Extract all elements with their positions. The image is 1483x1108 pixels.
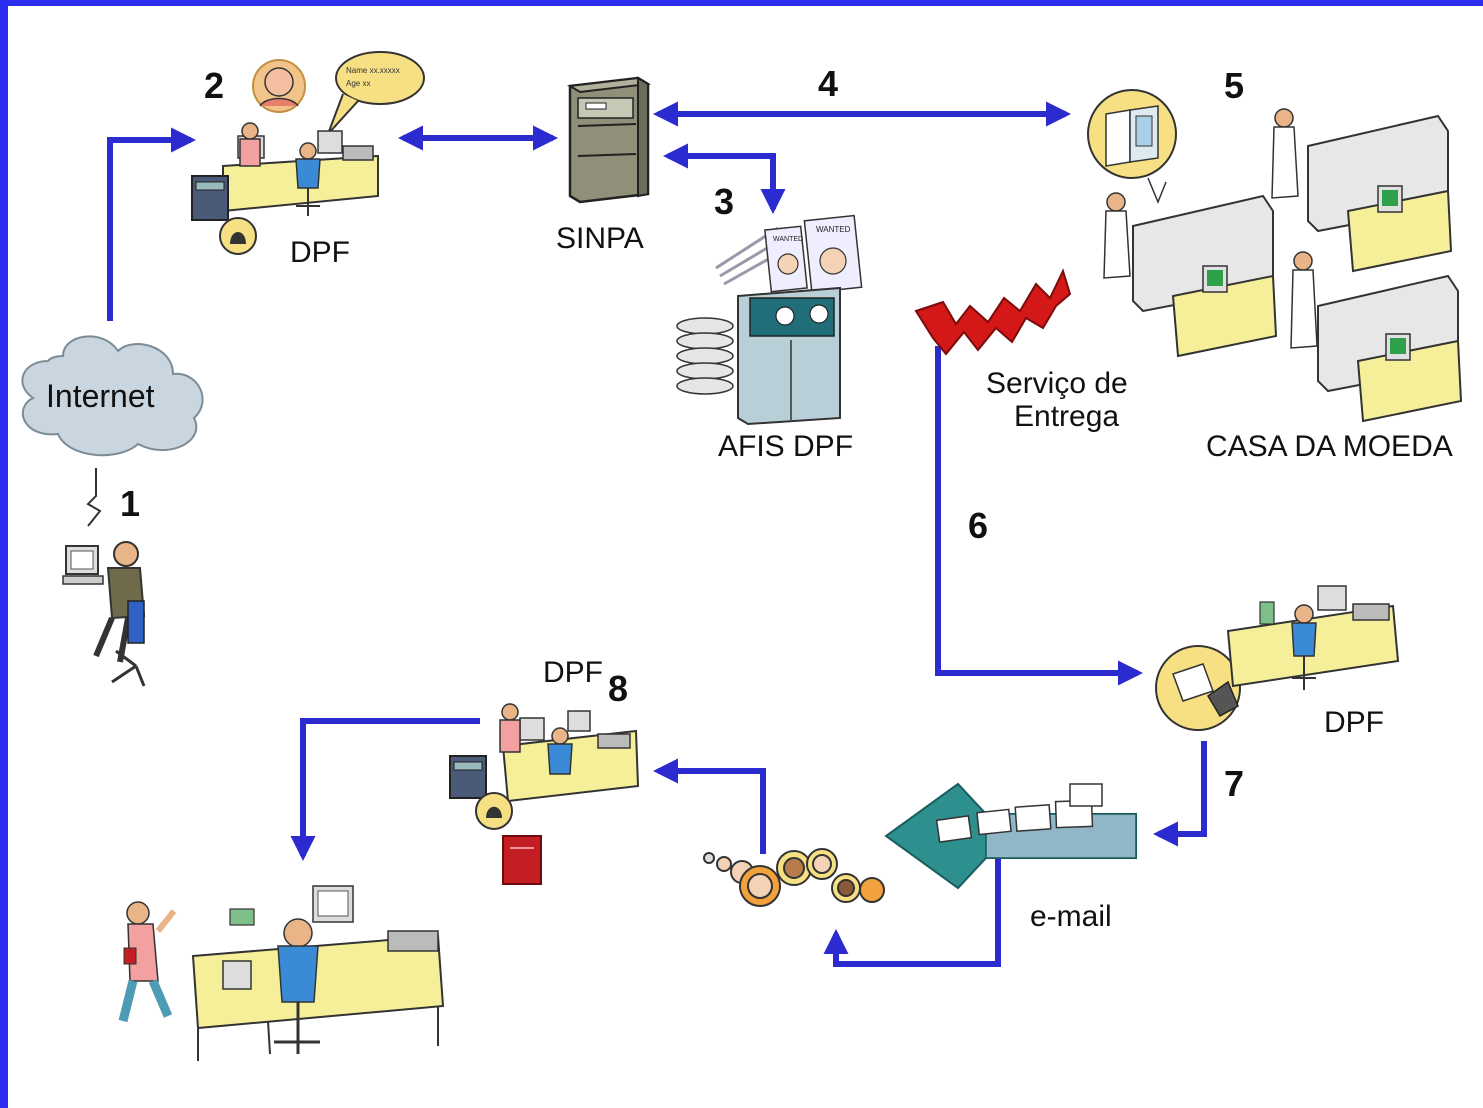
process-flow-diagram: Name xx.xxxxx Age xx [21, 51, 1463, 1061]
database-disks-icon [676, 317, 734, 395]
internet-cloud-icon [21, 335, 204, 457]
email-transfer-icon [884, 782, 1137, 890]
casa-da-moeda-label: CASA DA MOEDA [1206, 430, 1453, 463]
step-number-7: 7 [1224, 763, 1245, 804]
step-number-3: 3 [714, 181, 735, 222]
bubble-text-1: Name xx.xxxxx [346, 66, 400, 75]
step-number-8: 8 [608, 668, 629, 709]
dpf-passport-issue-icon [449, 703, 640, 885]
afis-label: AFIS DPF [718, 430, 854, 463]
step-number-1: 1 [120, 483, 141, 524]
casa-da-moeda-printing-icon [1087, 89, 1463, 423]
bubble-text-2: Age xx [346, 79, 370, 88]
poster-label-1: WANTED [773, 236, 803, 243]
dpf-top-label: DPF [290, 236, 350, 269]
poster-label-2: WANTED [816, 225, 851, 234]
flow-arrows [107, 101, 1207, 967]
servico-label-line1: Serviço de [986, 367, 1128, 400]
dpf-passport-check-icon [1155, 585, 1400, 731]
arrow-email-to-people [823, 856, 1001, 967]
delivery-service-icon [914, 268, 1072, 356]
arrow-sinpa-afis [662, 143, 786, 215]
diagram-canvas: Name xx.xxxxx Age xx [8, 6, 1483, 1108]
step-number-4: 4 [818, 63, 839, 104]
step-number-2: 2 [204, 65, 225, 106]
afis-fingerprint-system-icon: WANTED WANTED [676, 214, 863, 426]
sinpa-server-icon [566, 76, 652, 204]
dpf-office-icon: Name xx.xxxxx Age xx [191, 51, 425, 255]
arrow-dpf-to-email [1152, 741, 1207, 847]
home-user-computer-icon [62, 468, 146, 687]
step-number-6: 6 [968, 505, 989, 546]
servico-label-line2: Entrega [1014, 400, 1120, 433]
internet-label: Internet [46, 378, 155, 414]
citizens-notified-icon [703, 848, 885, 907]
arrow-internet-to-dpf [107, 127, 197, 321]
dpf-right-label: DPF [1324, 706, 1384, 739]
email-label: e-mail [1030, 900, 1112, 933]
arrow-delivery-to-dpf [935, 346, 1144, 686]
arrow-dpf8-to-office [290, 718, 480, 862]
dpf-bottom-label: DPF [543, 656, 603, 689]
sinpa-label: SINPA [556, 222, 644, 255]
arrow-people-to-dpf8 [652, 758, 766, 854]
step-number-5: 5 [1224, 65, 1245, 106]
passport-pickup-office-icon [118, 885, 445, 1061]
